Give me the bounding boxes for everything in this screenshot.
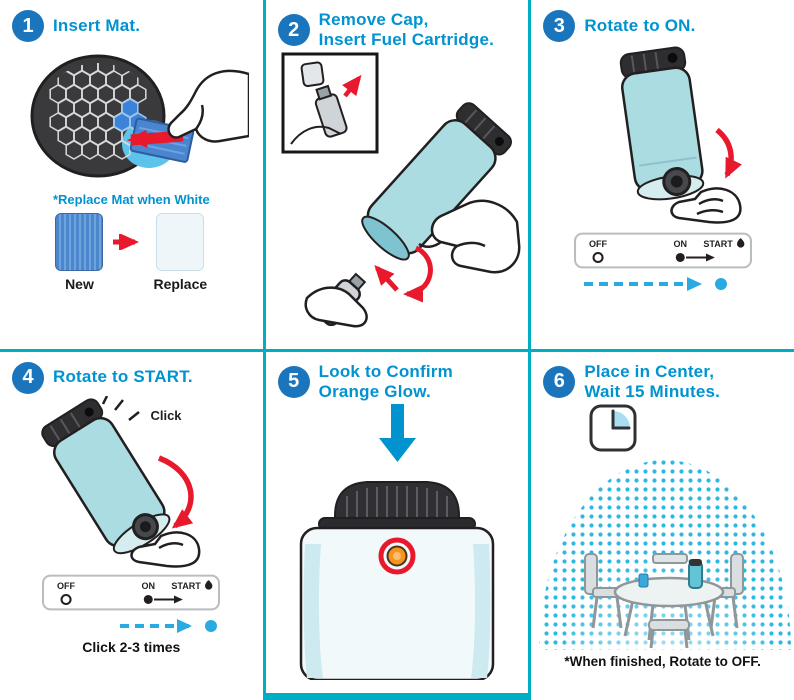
step-number-badge: 2 [277,14,310,47]
on-position-dot [144,594,154,604]
panel-confirm-glow: 5 Look to Confirm Orange Glow. [265,351,529,700]
look-arrow [390,403,404,440]
on-position-dot [675,252,685,263]
dial-indicator: OFF ON START [573,232,752,269]
step-number-badge: 5 [277,365,310,398]
dial-on-label: ON [142,580,156,590]
twist-cartridge-arrow [402,245,433,303]
dial-start-label: START [172,580,202,590]
dial-indicator: OFF ON START [42,574,221,610]
place-in-center-illustration [538,404,791,652]
rotate-direction-arrow [120,618,218,633]
dial-off-label: OFF [57,580,76,590]
off-position-dot [592,251,604,264]
bottom-teal-bar [265,693,529,700]
click-emphasis-lines [102,395,141,421]
used-mat-swatch [156,213,205,271]
confirm-glow-illustration [299,403,495,680]
hand-icon [304,286,368,328]
device-front-body [299,526,495,680]
patio-furniture [583,552,744,648]
look-arrow-head [378,437,416,462]
replace-mat-label: Replace [153,276,208,292]
step-title: Remove Cap, Insert Fuel Cartridge. [318,10,495,50]
replace-arrow-icon [113,234,140,250]
front-chair [647,618,690,648]
mat-new-column: New [55,213,104,292]
hand-icon [418,199,521,274]
device-body [619,46,704,201]
step-title: Insert Mat. [53,15,141,35]
hand-icon [130,530,201,568]
insert-mat-illustration [30,54,250,178]
cup-on-table [638,573,649,588]
orange-glow-center [392,551,401,560]
step-number-badge: 4 [12,361,44,394]
panel-header: 1 Insert Mat. [0,0,263,44]
click-label: Click [151,408,183,423]
rotate-on-illustration [619,46,742,224]
rotate-direction-arrow [583,277,727,291]
dial-control: OFF ON START [573,232,753,293]
panel-place-in-center: 6 Place in Center, Wait 15 Minutes. [531,351,794,700]
grill-slats [345,485,448,518]
step-title: Rotate to START. [53,367,193,387]
flame-icon [736,237,745,248]
dial-off-label: OFF [589,239,608,249]
step-number-badge: 6 [543,365,576,398]
panel-header: 5 Look to Confirm Orange Glow. [266,352,529,404]
dial-control: OFF ON START [41,574,221,635]
step-title: Look to Confirm Orange Glow. [318,361,453,401]
step-title: Rotate to ON. [584,15,696,35]
remove-cap-inset [281,52,379,154]
body-shade-left [303,543,323,678]
panel-header: 3 Rotate to ON. [531,0,794,44]
back-chair [651,552,688,564]
panel-rotate-start: 4 Rotate to START. Click [0,351,263,700]
insert-fuel-illustration [281,52,521,328]
step-title: Place in Center, Wait 15 Minutes. [584,361,721,401]
panel-rotate-on: 3 Rotate to ON. [531,0,794,349]
step-number-badge: 3 [543,10,576,42]
panel-header: 4 Rotate to START. [0,352,263,396]
insert-cartridge-arrow [374,265,399,292]
rotate-start-illustration: Click [41,395,201,568]
panel-header: 6 Place in Center, Wait 15 Minutes. [531,352,794,404]
dial-start-label: START [703,239,733,249]
finish-caption: *When finished, Rotate to OFF. [564,653,761,669]
body-shade-right [470,543,491,678]
click-times-caption: Click 2-3 times [82,638,181,655]
flame-icon [205,579,213,590]
new-mat-swatch [55,213,104,271]
remove-cap-arrow [342,74,362,98]
step-number-badge: 1 [12,10,44,42]
panel-header: 2 Remove Cap, Insert Fuel Cartridge. [266,0,529,52]
hand-icon [669,187,742,224]
dial-on-label: ON [673,239,687,249]
mat-replace-column: Replace [153,213,207,292]
device-body [361,102,512,261]
panel-insert-mat: 1 Insert Mat. [0,0,263,349]
device-on-table [687,558,703,589]
off-position-dot [60,593,72,605]
replace-mat-note: *Replace Mat when White [52,192,210,207]
mat-comparison: New Replace [55,213,207,292]
device-body [41,397,171,554]
panel-insert-fuel: 2 Remove Cap, Insert Fuel Cartridge. [265,0,529,349]
hand-icon [167,69,250,143]
rotate-arrow [714,127,742,179]
timer-icon [589,404,637,452]
rotate-arrow [158,454,194,528]
new-mat-label: New [65,276,94,292]
glow-highlight-circle [378,537,416,575]
